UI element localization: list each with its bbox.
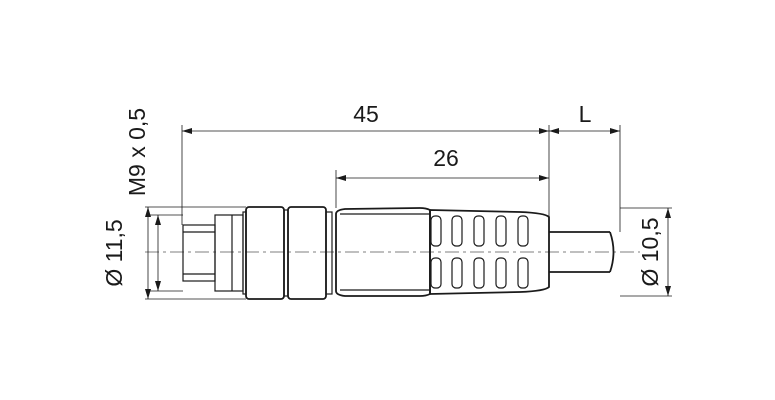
thread-label: M9 x 0,5 — [124, 108, 150, 196]
cable-length-label: L — [579, 101, 592, 127]
dimension-cable-length: L — [549, 101, 620, 134]
strain-relief — [429, 209, 550, 295]
dimension-coupling-diameter: Ø 11,5 — [101, 207, 151, 299]
pin-insert — [182, 214, 244, 292]
dimension-body-diameter: Ø 10,5 — [637, 208, 671, 296]
body-diameter-label: Ø 10,5 — [637, 217, 663, 286]
dimension-overall-length: 45 — [182, 101, 549, 134]
overall-length-label: 45 — [353, 101, 379, 127]
dimension-body-length: 26 — [336, 145, 549, 181]
knurled-coupling-nut — [242, 206, 333, 300]
cable — [549, 231, 615, 273]
coupling-diameter-label: Ø 11,5 — [101, 219, 127, 286]
dimension-thread: M9 x 0,5 — [124, 108, 161, 291]
extension-lines — [145, 125, 672, 300]
body-length-label: 26 — [433, 145, 459, 171]
